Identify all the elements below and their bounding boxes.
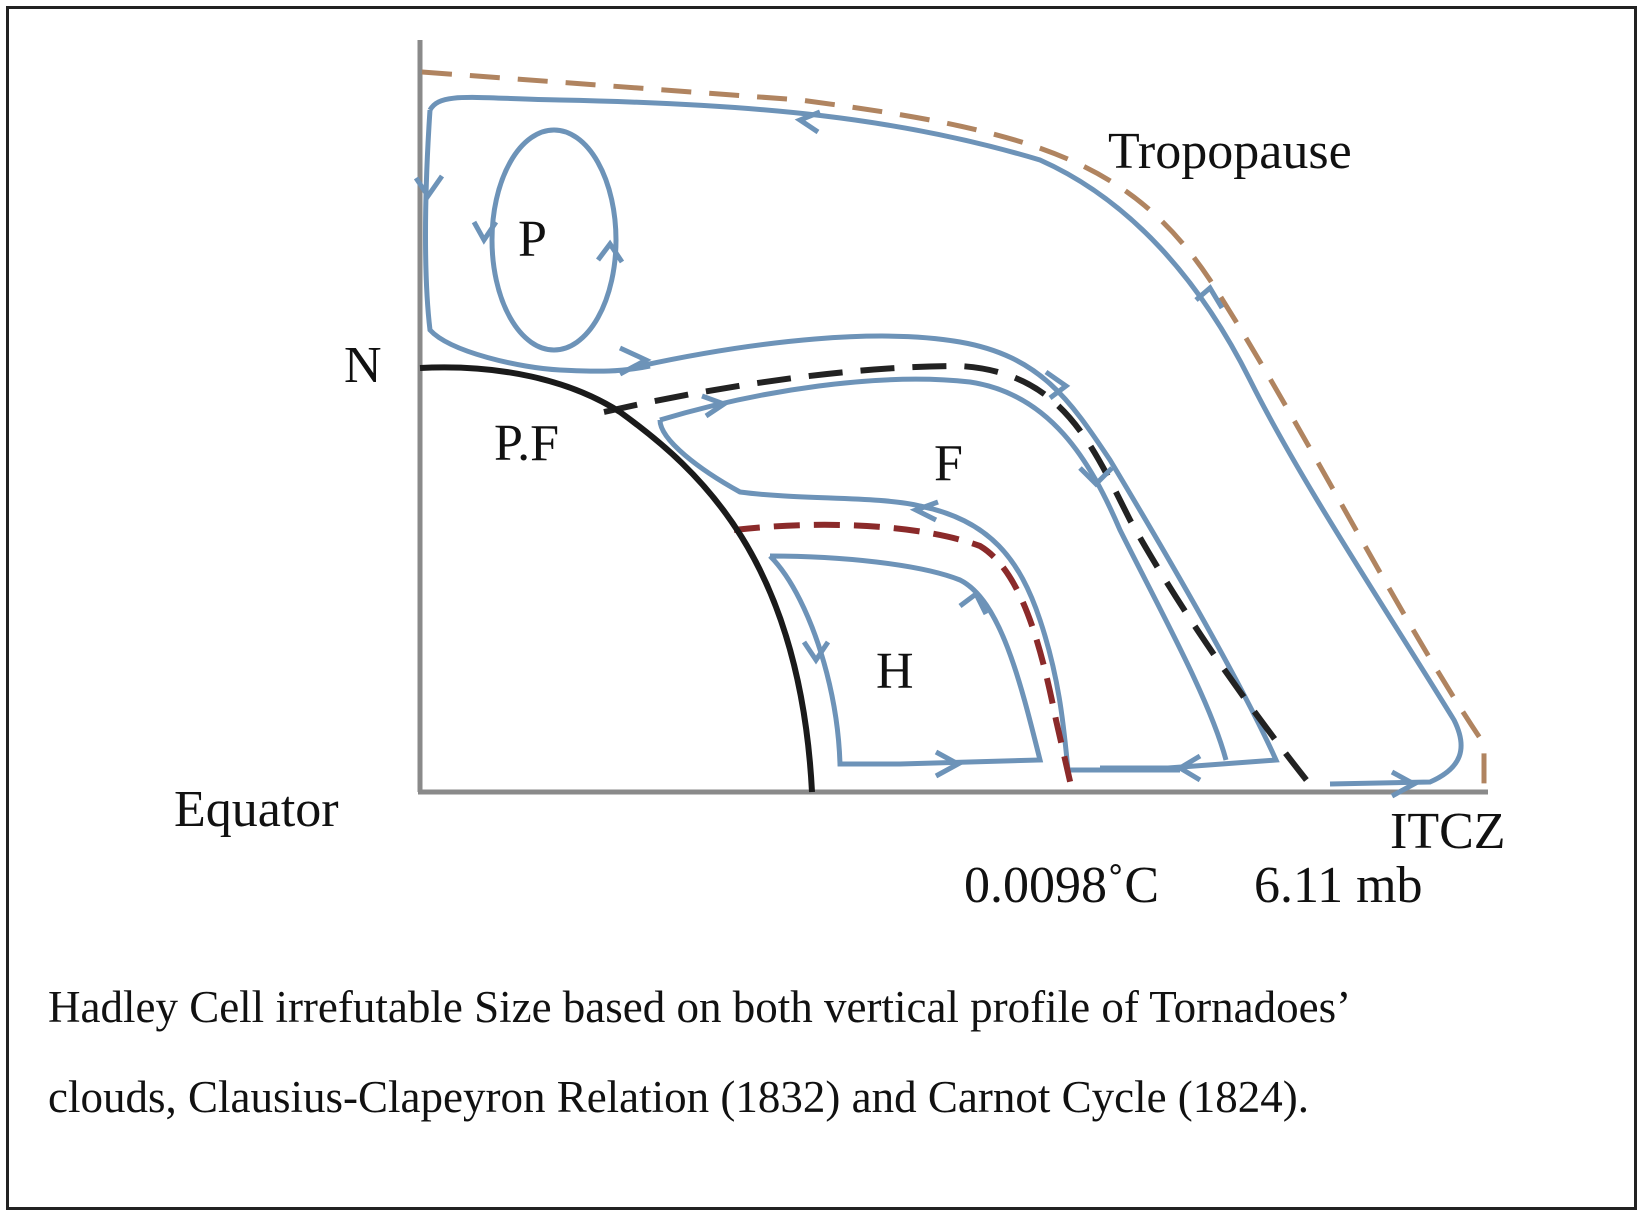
polar-cell-label: P <box>518 211 547 268</box>
hadley-cell-label: H <box>876 643 914 700</box>
figure-frame <box>6 6 1637 1210</box>
tropopause-dashed-line <box>421 69 1487 790</box>
hadley-loop <box>768 553 1044 767</box>
arrow-hadley-up <box>958 590 989 616</box>
tropopause-label: Tropopause <box>1108 123 1352 180</box>
ferrel-boundary-dashed <box>603 362 1319 794</box>
ferrel-inner-loop <box>659 376 1229 761</box>
arrow-ferrel-down <box>1078 466 1114 488</box>
polar-front-label: P.F <box>494 415 559 472</box>
arrow-ellipse-right <box>596 239 625 264</box>
ferrel-inner-return <box>657 419 1180 773</box>
polar-outer-loop <box>427 94 1464 787</box>
caption-line-1: Hadley Cell irrefutable Size based on bo… <box>48 982 1352 1032</box>
caption-line-2: clouds, Clausius-Clapeyron Relation (183… <box>48 1072 1310 1122</box>
arrow-ferrel-right <box>1044 369 1071 400</box>
equator-label: Equator <box>174 781 339 838</box>
polar-front-curve <box>419 364 815 793</box>
polar-left-return <box>423 109 651 374</box>
arrow-right-down <box>1194 284 1225 310</box>
arrow-ferrel-bottom <box>1175 753 1202 783</box>
pressure-label: 6.11 mb <box>1254 857 1423 914</box>
arrow-polar-left <box>413 174 445 201</box>
arrow-ellipse-left <box>471 220 499 245</box>
arrow-hadley-left <box>801 640 831 665</box>
circulation-arrows <box>413 109 1420 799</box>
temperature-label: 0.0098˚C <box>964 857 1159 914</box>
arrow-hadley-bottom <box>934 749 964 779</box>
arrow-itcz <box>1390 769 1420 799</box>
figure-caption: Hadley Cell irrefutable Size based on bo… <box>48 962 1608 1142</box>
arrow-ferrel-return <box>909 499 939 523</box>
ferrel-cell-label: F <box>934 435 963 492</box>
arrow-top <box>794 109 821 135</box>
arrow-ferrel-inner <box>701 393 730 419</box>
hadley-boundary-dashed <box>733 521 1075 791</box>
north-label: N <box>344 337 382 394</box>
polar-cell-ellipse <box>489 127 619 353</box>
arrow-ferrel-top <box>618 345 652 377</box>
itcz-label: ITCZ <box>1390 803 1506 860</box>
